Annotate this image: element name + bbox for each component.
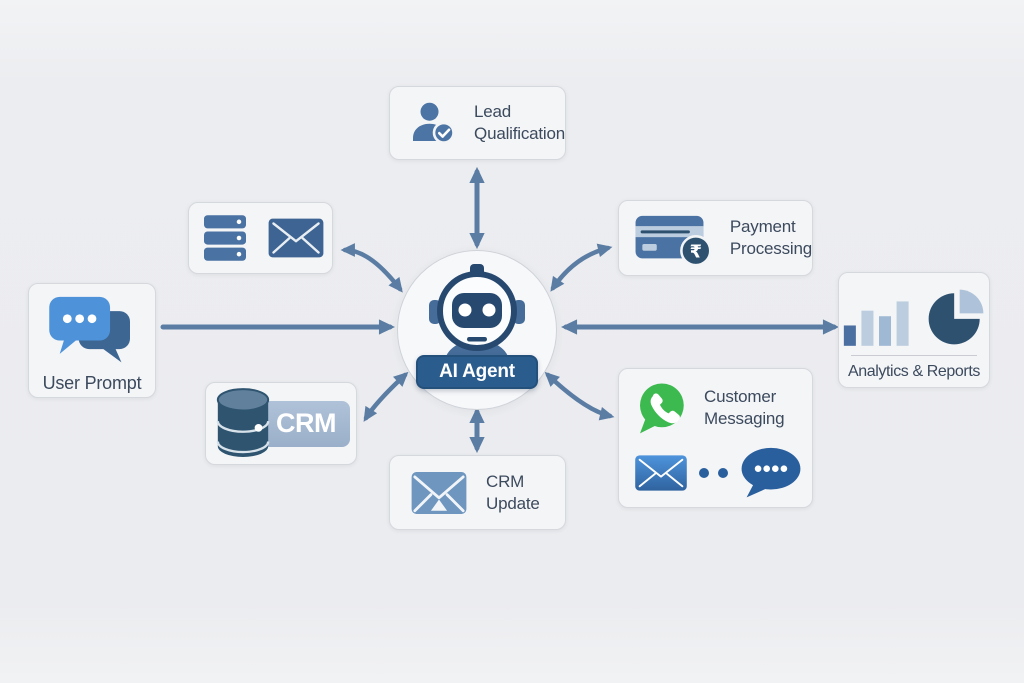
robot-icon [429,264,525,372]
ellipsis-dots [699,468,728,478]
node-payment-processing: ₹ Payment Processing [618,200,813,276]
arrow-agent-payment [550,243,613,292]
whatsapp-icon [640,383,684,434]
envelope-icon [635,455,687,491]
node-user-prompt: User Prompt [28,283,156,398]
node-crm-database: CRM [205,382,357,465]
chat-bubbles-icon [49,296,130,363]
node-lead-qualification: Lead Qualification [389,86,566,160]
analytics-reports-label: Analytics & Reports [847,362,980,380]
crm-badge: CRM [262,400,350,447]
database-icon [216,387,270,457]
analytics-divider [851,354,977,356]
dot [718,468,728,478]
payment-processing-label: Payment Processing [729,217,812,258]
bar-chart-icon [843,301,909,346]
dot [699,468,709,478]
arrow-agent-crm-database [363,371,409,422]
ai-agent-label: AI Agent [416,355,538,389]
arrow-agent-customer-messaging [544,371,615,421]
arrow-agent-server-mail [340,243,403,293]
crm-badge-text: CRM [276,408,337,438]
envelope-icon [411,471,467,514]
svg-text:₹: ₹ [690,242,702,263]
crm-update-label: CRM Update [486,471,540,513]
user-prompt-label: User Prompt [42,372,142,393]
chat-bubble-dots-icon [741,447,801,498]
ai-agent-label-text: AI Agent [439,361,515,382]
node-analytics-reports: Analytics & Reports [838,272,990,388]
credit-card-icon: ₹ [635,215,712,267]
node-server-mail [188,202,333,274]
pie-chart-icon [928,289,983,345]
envelope-icon [268,218,323,258]
node-crm-update: CRM Update [389,455,566,530]
person-check-icon [413,102,455,144]
lead-qualification-label: Lead Qualification [474,102,565,143]
rupee-coin-icon: ₹ [680,235,712,267]
node-customer-messaging: Customer Messaging [618,368,813,508]
customer-messaging-label: Customer Messaging [704,387,785,428]
server-stack-icon [203,215,246,261]
